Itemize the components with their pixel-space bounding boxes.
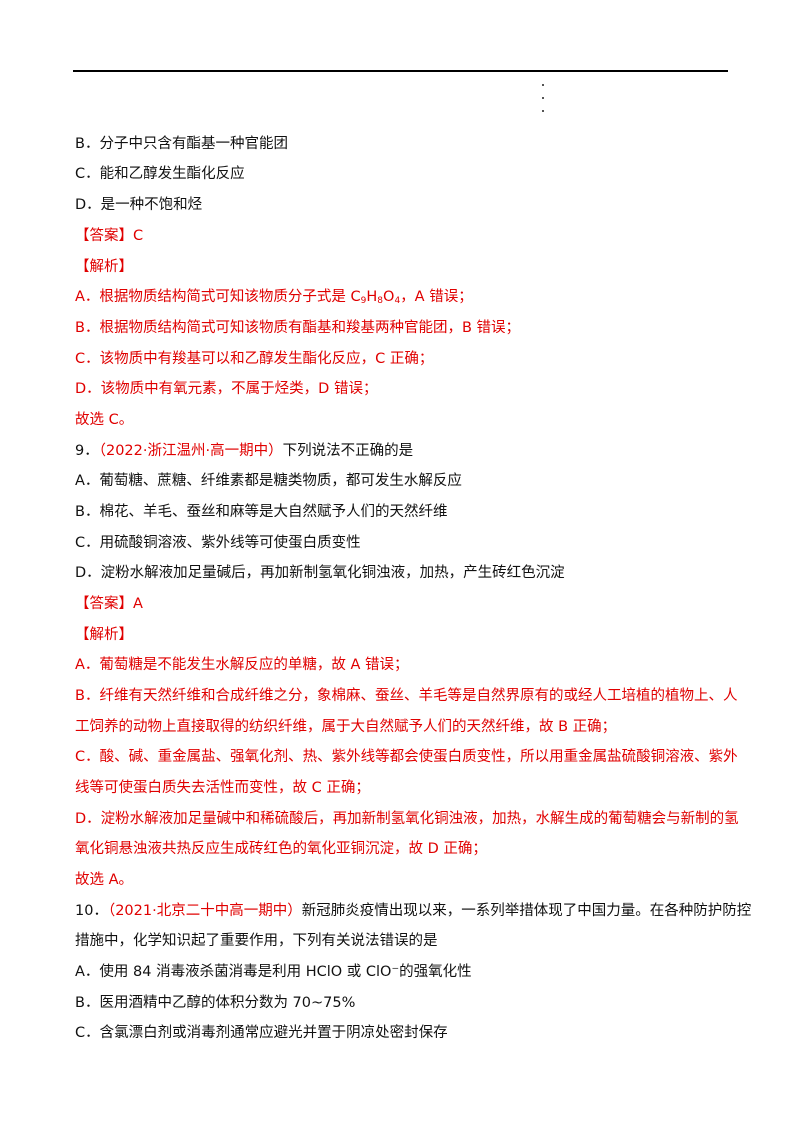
q10-option-c: C．含氯漂白剂或消毒剂通常应避光并置于阴凉处密封保存 bbox=[75, 1025, 448, 1041]
answer-label: 【答案】C bbox=[75, 228, 144, 244]
question-source: （2021·北京二十中高一期中） bbox=[107, 903, 302, 919]
analysis-d: D．该物质中有氧元素，不属于烃类，D 错误； bbox=[75, 381, 378, 397]
q10-stem-cont: 措施中，化学知识起了重要作用，下列有关说法错误的是 bbox=[75, 933, 438, 949]
question-stem: 新冠肺炎疫情出现以来，一系列举措体现了中国力量。在各种防护防控 bbox=[301, 903, 752, 919]
option-d: D．是一种不饱和烃 bbox=[75, 197, 203, 213]
analysis-b: B．根据物质结构简式可知该物质有酯基和羧基两种官能团，B 错误； bbox=[75, 320, 521, 336]
formula-suffix: ，A 错误； bbox=[400, 289, 473, 305]
question-source: （2022·浙江温州·高一期中） bbox=[98, 443, 283, 459]
option-b: B．分子中只含有酯基一种官能团 bbox=[75, 136, 288, 152]
conclusion: 故选 C。 bbox=[75, 412, 134, 428]
question-10: 10．（2021·北京二十中高一期中）新冠肺炎疫情出现以来，一系列举措体现了中国… bbox=[75, 901, 751, 921]
q9-analysis-label: 【解析】 bbox=[75, 627, 133, 643]
q10-option-a: A．使用 84 消毒液杀菌消毒是利用 HClO 或 ClO⁻的强氧化性 bbox=[75, 964, 472, 980]
q9-analysis-d1: D．淀粉水解液加足量碱中和稀硫酸后，再加新制氢氧化铜浊液，加热，水解生成的葡萄糖… bbox=[75, 811, 739, 827]
question-number: 10． bbox=[75, 903, 108, 919]
margin-dots bbox=[542, 84, 546, 123]
q10-option-b: B．医用酒精中乙醇的体积分数为 70~75% bbox=[75, 995, 356, 1011]
q9-option-d: D．淀粉水解液加足量碱后，再加新制氢氧化铜浊液，加热，产生砖红色沉淀 bbox=[75, 565, 565, 581]
q9-analysis-d2: 氧化铜悬浊液共热反应生成砖红色的氧化亚铜沉淀，故 D 正确； bbox=[75, 841, 487, 857]
formula-sub-o: 4 bbox=[394, 296, 401, 306]
q9-option-b: B．棉花、羊毛、蚕丝和麻等是大自然赋予人们的天然纤维 bbox=[75, 504, 448, 520]
question-stem: 下列说法不正确的是 bbox=[282, 443, 414, 459]
q9-conclusion: 故选 A。 bbox=[75, 872, 134, 888]
q9-answer: 【答案】A bbox=[75, 596, 143, 612]
formula-prefix: A．根据物质结构简式可知该物质分子式是 C bbox=[75, 289, 361, 305]
formula-o: O bbox=[383, 289, 395, 305]
q9-analysis-a: A．葡萄糖是不能发生水解反应的单糖，故 A 错误； bbox=[75, 657, 409, 673]
formula-sub-h: 8 bbox=[377, 296, 384, 306]
analysis-c: C．该物质中有羧基可以和乙醇发生酯化反应，C 正确； bbox=[75, 351, 434, 367]
formula-sub-c: 9 bbox=[360, 296, 367, 306]
q9-analysis-c1: C．酸、碱、重金属盐、强氧化剂、热、紫外线等都会使蛋白质变性，所以用重金属盐硫酸… bbox=[75, 749, 738, 765]
header-rule bbox=[73, 70, 728, 72]
question-number: 9． bbox=[75, 443, 99, 459]
q9-analysis-b2: 工饲养的动物上直接取得的纺织纤维，属于大自然赋予人们的天然纤维，故 B 正确； bbox=[75, 719, 617, 735]
formula-h: H bbox=[366, 289, 378, 305]
option-c: C．能和乙醇发生酯化反应 bbox=[75, 166, 245, 182]
analysis-label: 【解析】 bbox=[75, 259, 133, 275]
q9-option-c: C．用硫酸铜溶液、紫外线等可使蛋白质变性 bbox=[75, 535, 361, 551]
q9-option-a: A．葡萄糖、蔗糖、纤维素都是糖类物质，都可发生水解反应 bbox=[75, 473, 462, 489]
q9-analysis-c2: 线等可使蛋白质失去活性而变性，故 C 正确； bbox=[75, 780, 370, 796]
q9-analysis-b1: B．纤维有天然纤维和合成纤维之分，象棉麻、蚕丝、羊毛等是自然界原有的或经人工培植… bbox=[75, 688, 738, 704]
question-9: 9．（2022·浙江温州·高一期中）下列说法不正确的是 bbox=[75, 441, 413, 461]
analysis-a: A．根据物质结构简式可知该物质分子式是 C9H8O4，A 错误； bbox=[75, 287, 473, 311]
